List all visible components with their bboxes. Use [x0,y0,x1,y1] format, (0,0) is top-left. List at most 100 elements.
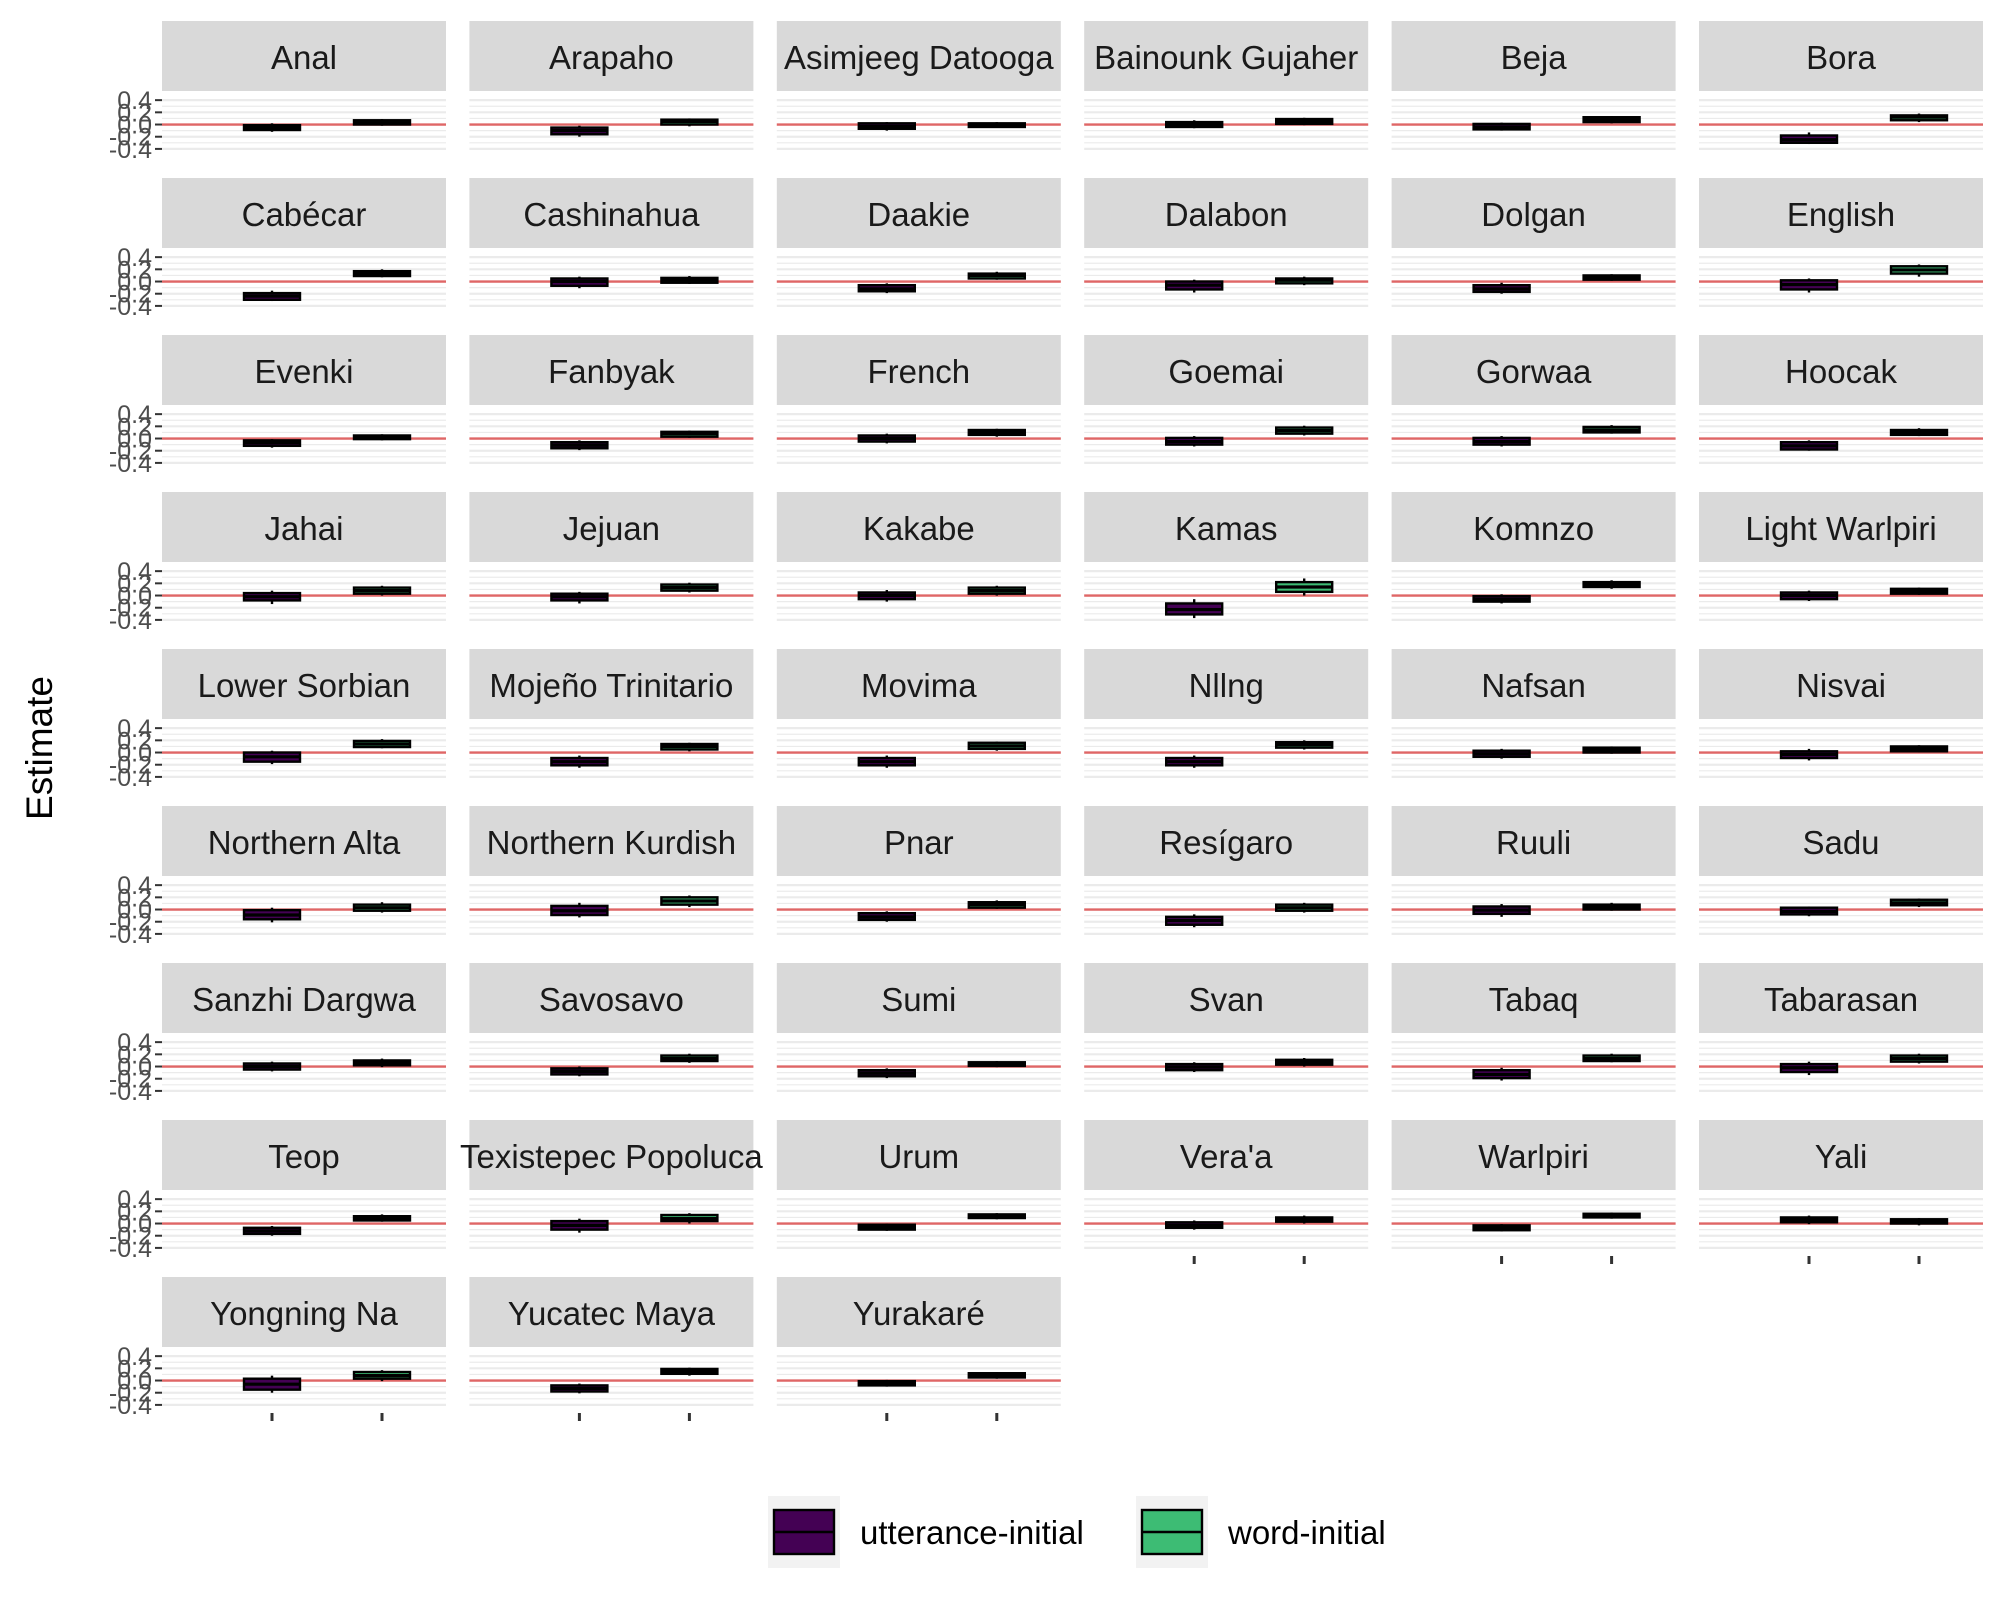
facet-strip-tabaq [1391,963,1676,1033]
facet-plot-area-goemai [1084,405,1369,469]
facet-strip-label-english: English [1787,196,1895,233]
box-mojeno-trinitario-utterance-initial [550,755,609,768]
box-nllng-utterance-initial [1164,755,1224,768]
box-french-word-initial [967,428,1026,437]
facet-strip-northern-kurdish [469,806,754,876]
box-svan-word-initial [1274,1057,1334,1067]
box-yurakare-word-initial [967,1371,1026,1379]
facet-strip-cashinahua [469,178,754,248]
y-tick-label: -0.2 [109,438,152,466]
facet-panel-goemai: Goemai [1084,335,1369,469]
facet-strip-beja [1391,21,1676,91]
facet-strip-label-tabaq: Tabaq [1489,981,1579,1018]
box-hoocak-word-initial [1889,428,1949,437]
facet-strip-svan [1084,963,1369,1033]
facet-panel-jejuan: Jejuan [469,492,754,626]
box-lower-sorbian-word-initial [352,739,412,749]
box-komnzo-utterance-initial [1472,594,1531,604]
y-tick-label: 0.4 [117,715,152,743]
facet-strip-sumi [776,963,1061,1033]
y-tick-label: -0.2 [109,752,152,780]
box-bainounk-gujaher-utterance-initial [1164,120,1224,129]
facet-panel-yali: Yali [1699,1120,1983,1264]
box-warlpiri-utterance-initial [1472,1224,1531,1232]
facet-strip-kakabe [776,492,1061,562]
facet-plot-area-jejuan [469,562,754,626]
box-savosavo-utterance-initial [550,1066,609,1077]
y-tick-label: -0.4 [109,136,152,164]
facet-strip-label-yurakare: Yurakaré [853,1295,985,1332]
box-bainounk-gujaher-word-initial [1274,117,1334,126]
box-dolgan-utterance-initial [1472,282,1531,294]
facet-strip-sanzhi-dargwa [162,963,446,1033]
box-sumi-word-initial [967,1061,1026,1068]
facet-strip-label-nllng: Nllng [1189,667,1264,704]
facet-panel-kakabe: Kakabe [776,492,1061,626]
facet-panel-bora: Bora [1699,21,1983,155]
facet-strip-label-yucatec-maya: Yucatec Maya [508,1295,716,1332]
box-texistepec-popoluca-word-initial [660,1213,719,1224]
facet-strip-label-movima: Movima [861,667,977,704]
facet-panel-light-warlpiri: Light Warlpiri [1699,492,1983,626]
box-nafsan-utterance-initial [1472,748,1531,759]
y-tick-label: -0.2 [109,909,152,937]
box-tabarasan-word-initial [1889,1053,1949,1064]
facet-strip-label-gorwaa: Gorwaa [1476,353,1592,390]
facet-strip-bora [1699,21,1983,91]
box-light-warlpiri-word-initial [1889,587,1949,595]
box-vera-a-word-initial [1274,1215,1334,1224]
y-tick-label: 0.4 [117,244,152,272]
facet-strip-label-cabecar: Cabécar [242,196,367,233]
facet-panel-dalabon: Dalabon [1084,178,1369,312]
facet-strip-english [1699,178,1983,248]
box-yongning-na-utterance-initial [242,1375,302,1393]
y-tick-label: 0.2 [117,1041,152,1069]
facet-panel-komnzo: Komnzo [1391,492,1676,626]
y-tick-label: 0.0 [117,112,152,140]
box-sadu-utterance-initial [1779,906,1839,917]
box-jejuan-word-initial [660,582,719,593]
facet-strip-yongning-na [162,1277,446,1347]
facet-strip-arapaho [469,21,754,91]
facet-strip-yali [1699,1120,1983,1190]
facet-strip-label-bora: Bora [1806,39,1876,76]
facet-panel-beja: Beja [1391,21,1676,155]
box-anal-utterance-initial [242,123,302,132]
facet-strip-resigaro [1084,806,1369,876]
facet-strip-cabecar [162,178,446,248]
box-vera-a-utterance-initial [1164,1220,1224,1230]
y-tick-label: 0.2 [117,256,152,284]
legend-label: word-initial [1227,1514,1386,1551]
facet-strip-pnar [776,806,1061,876]
facet-strip-nllng [1084,649,1369,719]
box-sumi-utterance-initial [857,1068,916,1079]
box-fanbyak-utterance-initial [550,440,609,451]
box-resigaro-utterance-initial [1164,914,1224,928]
box-evenki-utterance-initial [242,439,302,448]
facet-strip-nisvai [1699,649,1983,719]
facet-strip-label-sadu: Sadu [1802,824,1879,861]
facet-strip-label-svan: Svan [1189,981,1264,1018]
y-tick-label: -0.4 [109,764,152,792]
facet-strip-daakie [776,178,1061,248]
facet-strip-movima [776,649,1061,719]
facet-strip-label-komnzo: Komnzo [1473,510,1594,547]
box-cashinahua-utterance-initial [550,276,609,289]
facet-panel-sadu: Sadu [1699,806,1983,940]
facet-panel-yongning-na: Yongning Na0.40.20.0-0.2-0.4 [109,1277,446,1421]
box-ruuli-utterance-initial [1472,904,1531,917]
facet-strip-label-savosavo: Savosavo [539,981,684,1018]
box-teop-word-initial [352,1214,412,1222]
y-tick-label: -0.4 [109,607,152,635]
facet-strip-label-french: French [867,353,970,390]
y-tick-label: 0.2 [117,727,152,755]
box-sanzhi-dargwa-word-initial [352,1058,412,1068]
y-tick-label: -0.2 [109,595,152,623]
box-ruuli-word-initial [1582,902,1641,911]
facet-strip-label-anal: Anal [271,39,337,76]
box-asimjeeg-datooga-utterance-initial [857,122,916,131]
facet-panel-arapaho: Arapaho [469,21,754,155]
y-tick-label: -0.4 [109,293,152,321]
